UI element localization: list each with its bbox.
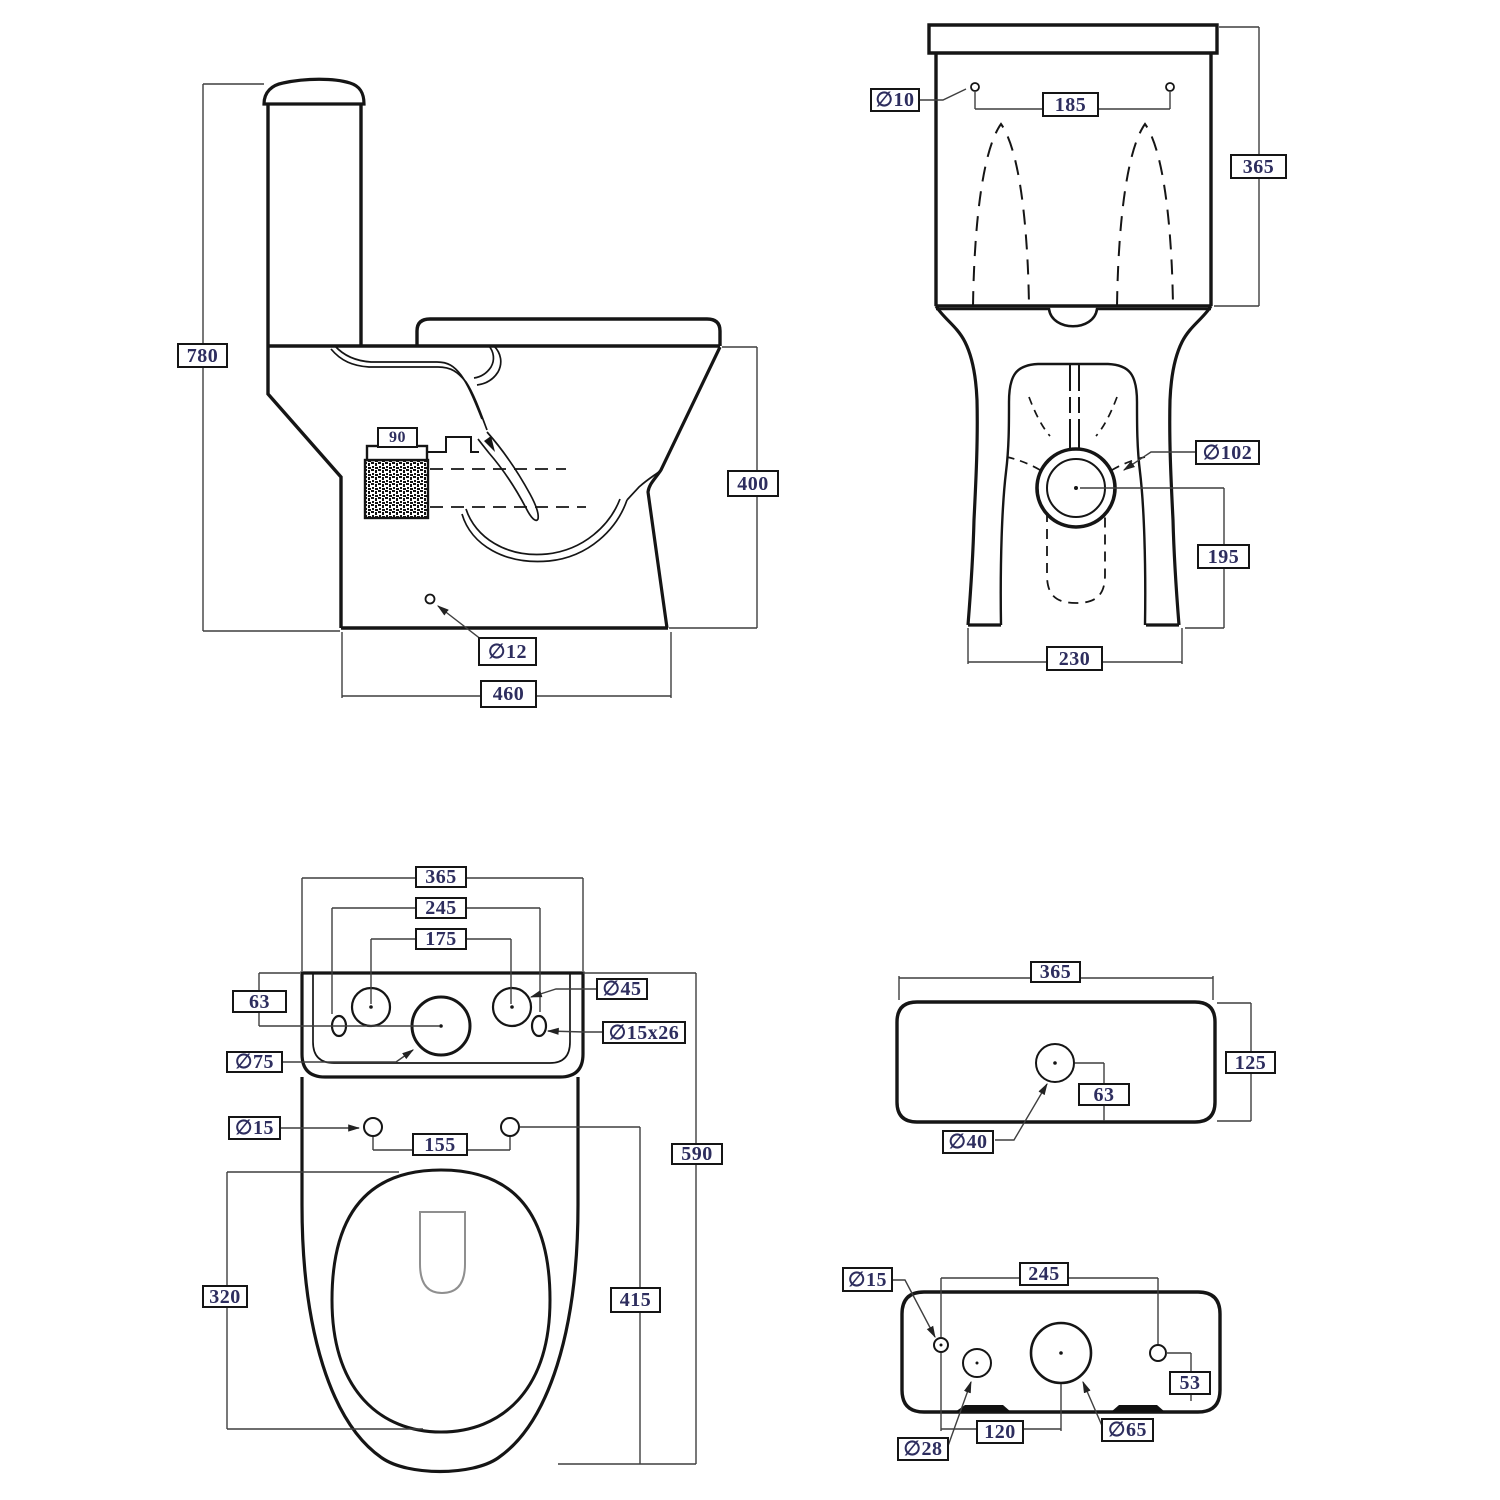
dim-lid-button-hole: ∅40 (942, 1130, 994, 1154)
dim-plan-tap-hole: ∅45 (596, 978, 648, 1000)
dim-plan-edge-offset: 63 (232, 990, 287, 1013)
dim-plan-slot: ∅15x26 (602, 1021, 686, 1044)
flush-plate-outline (419, 1211, 466, 1295)
dim-rear-cistern-height: 365 (1230, 154, 1287, 179)
base-pad-left (955, 1405, 1011, 1412)
cistern-base-view-drawing (893, 1277, 1222, 1447)
dim-side-fixing-hole: ∅12 (478, 637, 537, 666)
dim-rear-outlet-height: 195 (1197, 544, 1250, 569)
dim-lid-depth: 125 (1225, 1051, 1276, 1074)
side-view-drawing (202, 77, 758, 698)
base-dimension-lines (893, 1277, 1192, 1447)
side-dimension-lines (202, 83, 758, 698)
dim-side-base-depth: 460 (480, 680, 537, 708)
base-pad-right (1111, 1405, 1165, 1412)
dim-plan-slot-spacing: 245 (415, 897, 467, 919)
dim-base-edge-offset: 53 (1169, 1371, 1211, 1395)
dim-side-rim-height: 400 (727, 470, 779, 497)
dim-plan-seat-fixing-hole: ∅15 (228, 1116, 281, 1140)
dim-rear-seat-hole: ∅10 (870, 88, 920, 112)
dim-plan-bowl-projection: 415 (610, 1287, 661, 1313)
dim-rear-seat-hole-spacing: 185 (1042, 92, 1099, 117)
dim-rear-outlet: ∅102 (1195, 440, 1260, 465)
dim-base-fixing-spacing: 245 (1019, 1262, 1069, 1286)
dim-plan-bowl-length: 320 (202, 1285, 248, 1308)
dim-plan-inlet-hole: ∅75 (226, 1051, 283, 1073)
dim-lid-button-offset: 63 (1078, 1083, 1130, 1106)
dim-base-flush-outlet: ∅65 (1101, 1418, 1154, 1442)
plan-view-drawing (226, 877, 697, 1474)
dim-side-outlet-setout: 90 (377, 427, 418, 448)
dim-plan-overall-length: 590 (671, 1143, 723, 1165)
dim-lid-width: 365 (1030, 961, 1081, 983)
dim-plan-seat-fixing-spacing: 155 (412, 1133, 468, 1156)
dim-base-inlet-hole: ∅15 (842, 1267, 893, 1292)
dim-plan-cistern-width: 365 (415, 866, 467, 888)
dim-plan-tap-hole-spacing: 175 (415, 928, 467, 950)
dim-side-overall-height: 780 (177, 343, 228, 368)
dim-rear-base-width: 230 (1046, 646, 1103, 671)
outlet-hatch-block (363, 458, 430, 520)
lid-view-drawing (895, 976, 1252, 1141)
dim-base-secondary-hole: ∅28 (897, 1437, 949, 1461)
dim-base-hole-spacing: 120 (976, 1420, 1024, 1444)
